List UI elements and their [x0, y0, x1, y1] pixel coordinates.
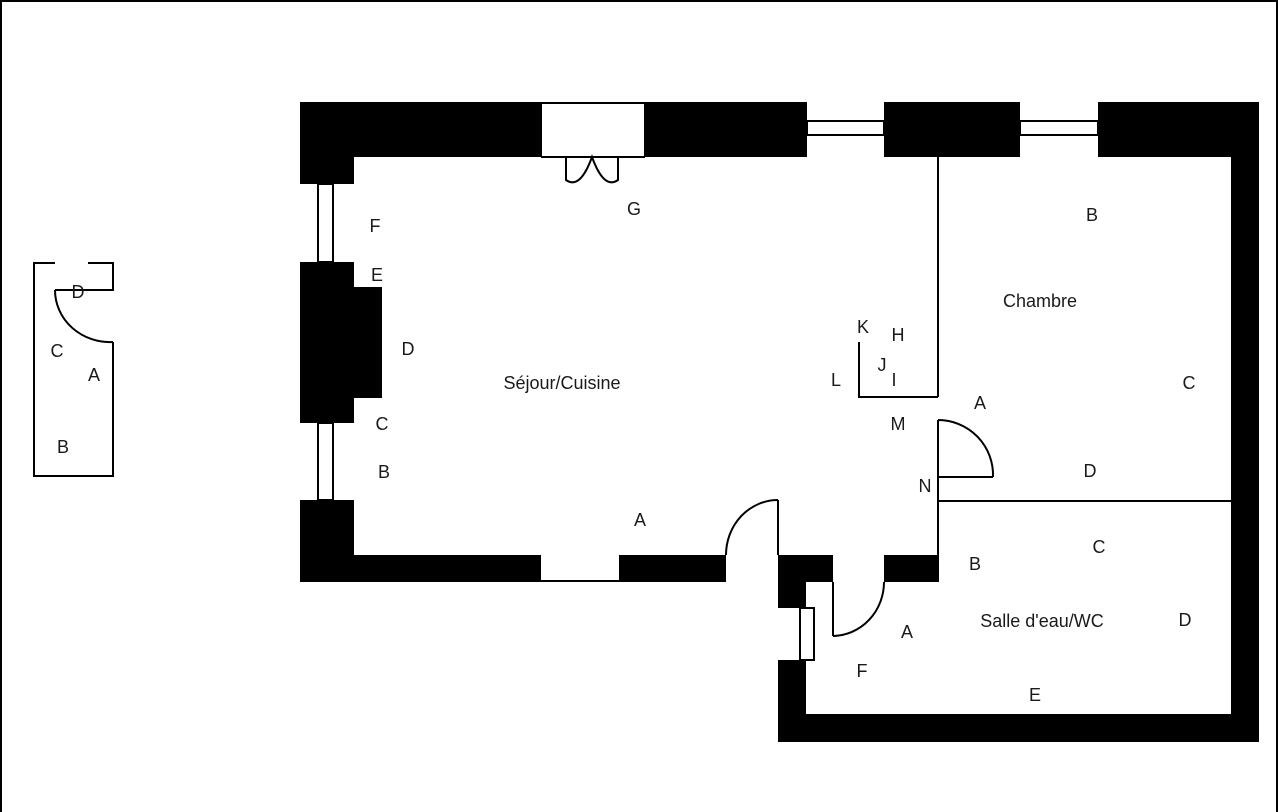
- wall-top-right-a: [884, 102, 1020, 157]
- label-sejour-a: A: [634, 510, 646, 530]
- label-chambre-c: C: [1183, 373, 1196, 393]
- room-name-chambre: Chambre: [1003, 291, 1077, 311]
- label-salle-a: A: [901, 622, 913, 642]
- label-sejour-e: E: [371, 265, 383, 285]
- wall-left-bump: [354, 287, 382, 398]
- wall-bottom-mid: [619, 555, 726, 582]
- wall-right: [1231, 102, 1259, 742]
- wall-entry-left-upper: [778, 555, 806, 608]
- window-entry: [799, 607, 815, 661]
- closet-wall: [858, 342, 938, 398]
- label-sejour-c: C: [376, 414, 389, 434]
- label-salle-c: C: [1093, 537, 1106, 557]
- label-entry-a: A: [88, 365, 100, 385]
- label-salle-e: E: [1029, 685, 1041, 705]
- entry-door-swing: [53, 289, 114, 344]
- windows: [317, 102, 1099, 661]
- room-name-sejour: Séjour/Cuisine: [503, 373, 620, 393]
- door-bath-swing: [832, 581, 885, 637]
- window-left-2: [317, 422, 334, 501]
- label-sejour-d: D: [402, 339, 415, 359]
- label-entry-b: B: [57, 437, 69, 457]
- room-name-salle: Salle d'eau/WC: [980, 611, 1104, 631]
- label-salle-f: F: [857, 661, 868, 681]
- wall-corner-top-left: [300, 102, 354, 184]
- label-salle-b: B: [969, 554, 981, 574]
- entry-plan: [33, 262, 114, 477]
- window-top-2: [1019, 120, 1099, 136]
- partitions: [725, 157, 1231, 637]
- label-sejour-i: I: [891, 370, 896, 390]
- wall-bottom-bath: [778, 714, 1259, 742]
- label-chambre-a: A: [974, 393, 986, 413]
- label-chambre-b: B: [1086, 205, 1098, 225]
- window-left-1: [317, 183, 334, 263]
- label-sejour-j: J: [878, 355, 887, 375]
- label-entry-d: D: [72, 282, 85, 302]
- french-door-g: [565, 154, 619, 184]
- wall-left-mid: [300, 262, 354, 423]
- label-sejour-m: M: [891, 414, 906, 434]
- label-sejour-n: N: [919, 476, 932, 496]
- label-salle-d: D: [1179, 610, 1192, 630]
- label-sejour-b: B: [378, 462, 390, 482]
- label-sejour-k: K: [857, 317, 869, 337]
- wall-bottom-left: [300, 555, 541, 582]
- door-sejour-swing: [725, 499, 779, 556]
- label-entry-c: C: [51, 341, 64, 361]
- entry-door-frame: [88, 262, 114, 291]
- entry-outline: [33, 262, 114, 477]
- label-chambre-d: D: [1084, 461, 1097, 481]
- label-sejour-f: F: [370, 216, 381, 236]
- label-sejour-g: G: [627, 199, 641, 219]
- wall-entry-right-top: [884, 555, 939, 582]
- label-sejour-h: H: [892, 325, 905, 345]
- window-top-1: [806, 120, 885, 136]
- wall-top-mid: [645, 102, 807, 157]
- label-sejour-l: L: [831, 370, 841, 390]
- door-chambre-swing: [937, 419, 995, 478]
- walls: [300, 102, 1259, 742]
